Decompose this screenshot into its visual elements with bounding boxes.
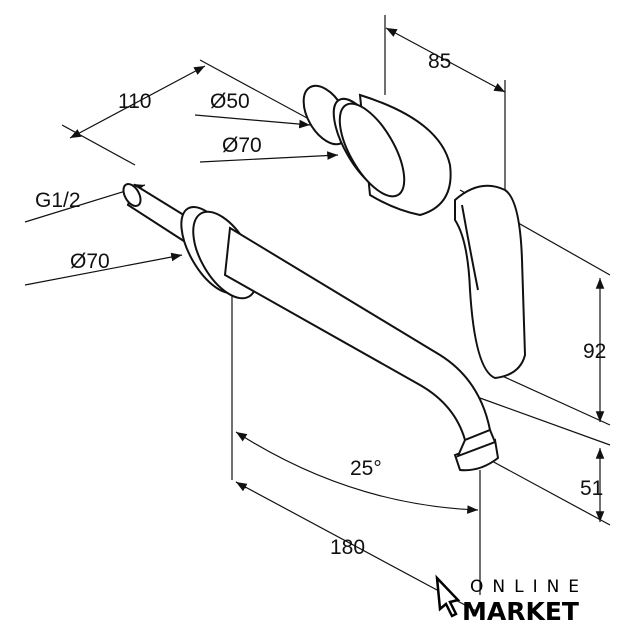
dimension-labels: 110 Ø50 Ø70 G1/2 Ø70 85 92 51 25° 180 (35, 50, 606, 559)
dim-92: 92 (583, 340, 606, 363)
logo: ONLINE MARKET (435, 574, 588, 626)
dim-51: 51 (580, 477, 603, 500)
dim-g12: G1/2 (35, 189, 81, 212)
dim-d70-upper: Ø70 (222, 134, 262, 157)
dim-d70-lower: Ø70 (70, 250, 110, 273)
cursor-icon (435, 574, 461, 618)
dim-d50: Ø50 (210, 90, 250, 113)
logo-top: ONLINE (470, 577, 588, 597)
dim-85: 85 (428, 50, 451, 73)
dim-110: 110 (118, 90, 151, 113)
dim-angle: 25° (350, 457, 382, 480)
faucet-outline (122, 84, 527, 472)
dim-180: 180 (330, 536, 365, 559)
logo-bottom: MARKET (462, 597, 579, 626)
